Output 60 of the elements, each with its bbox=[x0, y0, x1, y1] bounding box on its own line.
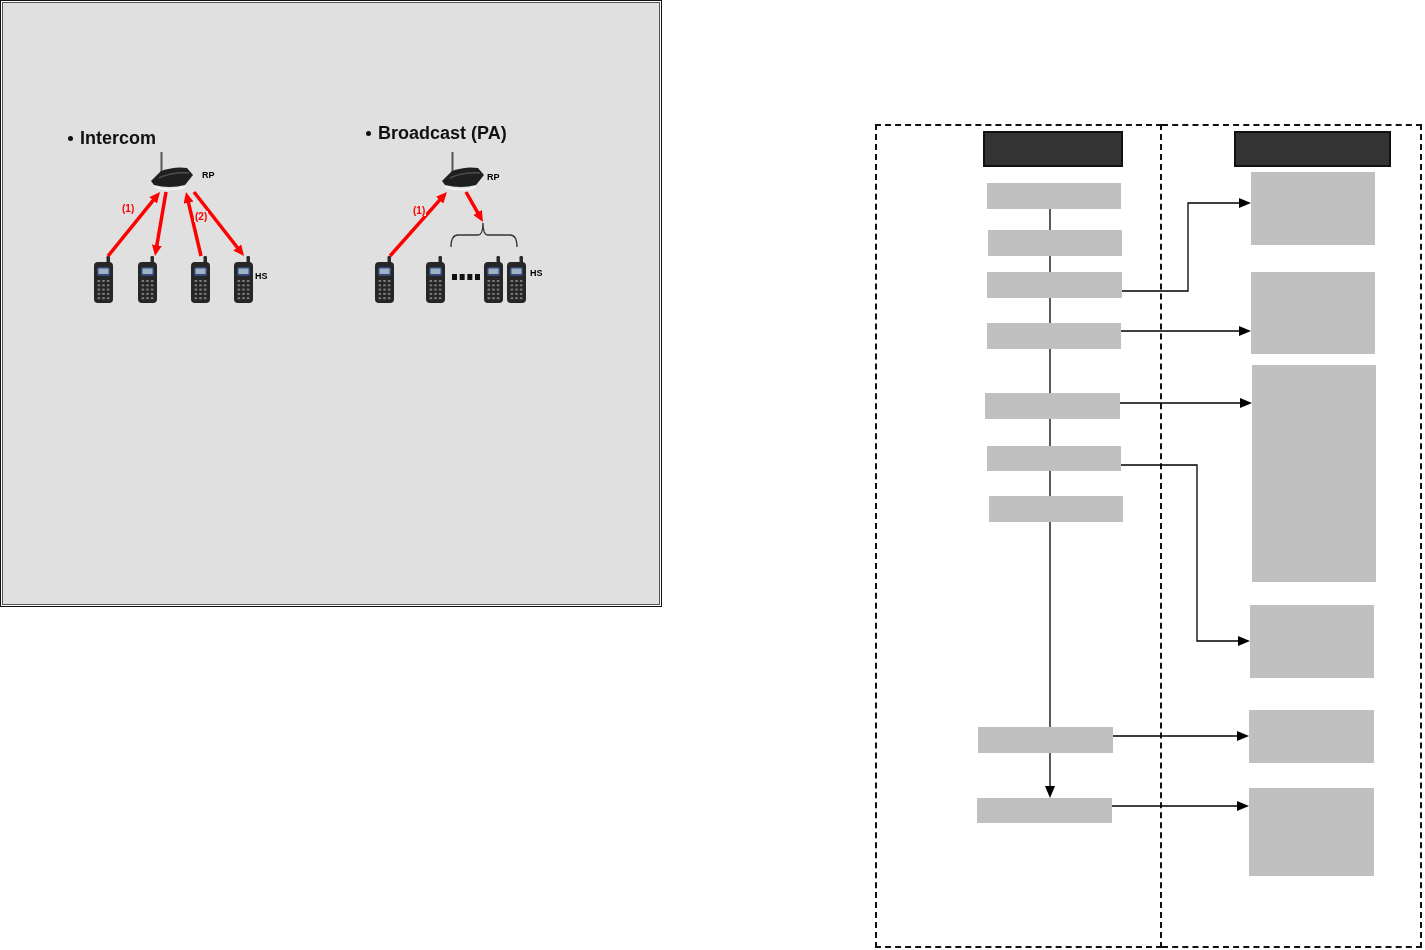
mobile-phone-icon bbox=[374, 256, 395, 303]
process-box bbox=[987, 183, 1121, 209]
mobile-phone-icon bbox=[190, 256, 211, 303]
slide-panel bbox=[0, 0, 662, 607]
connector-line bbox=[1049, 348, 1051, 394]
arrow bbox=[388, 191, 447, 258]
process-box bbox=[1250, 605, 1374, 678]
edge-label: (1) bbox=[412, 205, 427, 216]
connector-line bbox=[1049, 418, 1051, 447]
curly-brace bbox=[450, 222, 518, 248]
arrow bbox=[183, 192, 203, 257]
arrow bbox=[1120, 326, 1251, 336]
arrow bbox=[1120, 464, 1250, 646]
process-box bbox=[988, 230, 1122, 256]
process-box bbox=[1249, 788, 1374, 876]
swimlane bbox=[1162, 124, 1422, 948]
header-bar bbox=[983, 131, 1123, 167]
device-label: RP bbox=[202, 170, 215, 180]
device-label: RP bbox=[487, 172, 500, 182]
edge-label: (2) bbox=[194, 211, 209, 222]
mobile-phone-icon bbox=[93, 256, 114, 303]
process-box bbox=[978, 727, 1113, 753]
swimlane bbox=[875, 124, 1162, 948]
connector-line bbox=[1049, 521, 1051, 728]
process-box bbox=[987, 446, 1121, 471]
arrow bbox=[151, 191, 168, 256]
connector-line bbox=[1049, 470, 1051, 497]
arrow bbox=[106, 191, 160, 258]
arrow bbox=[1121, 198, 1251, 292]
base-station-icon bbox=[150, 152, 194, 192]
arrow bbox=[1045, 752, 1055, 798]
mobile-phone-icon bbox=[137, 256, 158, 303]
process-box bbox=[977, 798, 1112, 823]
mobile-phone-icon bbox=[425, 256, 446, 303]
process-box bbox=[1249, 710, 1374, 763]
device-label: HS bbox=[255, 271, 268, 281]
device-label: HS bbox=[530, 268, 543, 278]
connector-line bbox=[1049, 297, 1051, 324]
process-box bbox=[1252, 365, 1376, 582]
base-station-icon bbox=[441, 152, 485, 192]
heading: Intercom bbox=[80, 128, 157, 149]
process-box bbox=[987, 272, 1122, 298]
connector-line bbox=[1049, 255, 1051, 273]
arrow bbox=[1111, 801, 1249, 811]
arrow bbox=[464, 191, 483, 222]
edge-label: (1) bbox=[121, 203, 136, 214]
mobile-phone-icon bbox=[506, 256, 527, 303]
arrow bbox=[1119, 398, 1252, 408]
process-box bbox=[1251, 172, 1375, 245]
process-box bbox=[989, 496, 1123, 522]
mobile-phone-icon bbox=[483, 256, 504, 303]
mobile-phone-icon bbox=[233, 256, 254, 303]
process-box bbox=[985, 393, 1120, 419]
header-bar bbox=[1234, 131, 1391, 167]
connector-line bbox=[1049, 208, 1051, 231]
process-box bbox=[1251, 272, 1375, 354]
heading: Broadcast (PA) bbox=[378, 123, 507, 144]
arrow bbox=[1112, 731, 1249, 741]
arrow bbox=[192, 190, 244, 256]
process-box bbox=[987, 323, 1121, 349]
